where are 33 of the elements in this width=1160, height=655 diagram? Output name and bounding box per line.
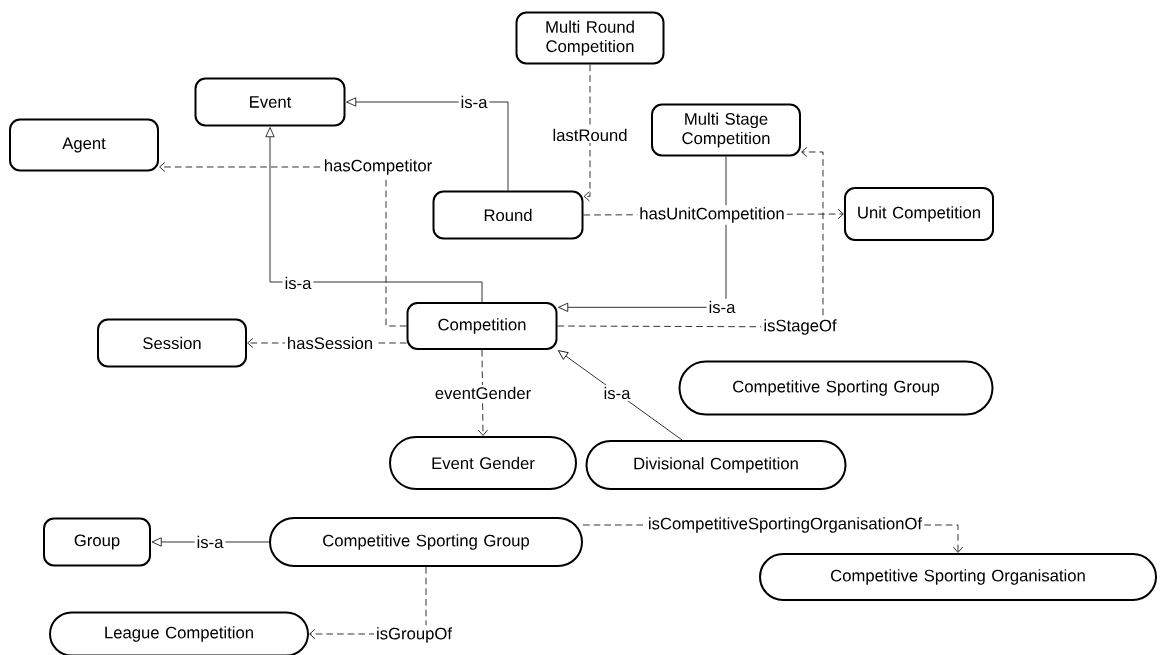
- class-pill: Competitive Sporting Group: [678, 360, 994, 416]
- arrow: [557, 146, 824, 328]
- edge-label: is-a: [194, 533, 226, 551]
- class-pill: Event Gender: [389, 436, 577, 490]
- class-pill: League Competition: [49, 611, 309, 655]
- class-box: Competition: [406, 302, 558, 350]
- edge-label: isCompetitiveSportingOrganisationOf: [645, 515, 925, 535]
- arrow: [477, 349, 488, 436]
- class-box: Session: [97, 318, 247, 368]
- edge-label: hasSession: [284, 334, 376, 352]
- class-pill: Competitive Sporting Group: [269, 517, 583, 567]
- arrow: [583, 64, 591, 202]
- arrow: [265, 127, 483, 303]
- class-box: Agent: [9, 118, 159, 172]
- class-box: Multi Stage Competition: [651, 103, 801, 157]
- edge-label: is-a: [458, 93, 490, 111]
- class-box: Group: [43, 517, 151, 567]
- class-box: Multi Round Competition: [515, 11, 665, 65]
- edge-label: isGroupOf: [374, 625, 454, 645]
- edge-label: hasUnitCompetition: [637, 205, 787, 225]
- class-box: Round: [432, 190, 584, 240]
- edge-label: is-a: [282, 274, 314, 292]
- edge-label: eventGender: [432, 384, 534, 402]
- class-pill: Competitive Sporting Organisation: [759, 553, 1157, 601]
- class-box: Event: [194, 77, 346, 127]
- arrow: [346, 97, 509, 191]
- edge-label: is-a: [601, 384, 633, 402]
- class-box: Unit Competition: [844, 187, 994, 241]
- edge-label: is-a: [706, 298, 738, 316]
- edge-label: isStageOf: [761, 317, 839, 337]
- class-pill: Divisional Competition: [585, 440, 847, 490]
- edge-label: lastRound: [550, 126, 630, 144]
- edge-label: hasCompetitor: [321, 157, 435, 177]
